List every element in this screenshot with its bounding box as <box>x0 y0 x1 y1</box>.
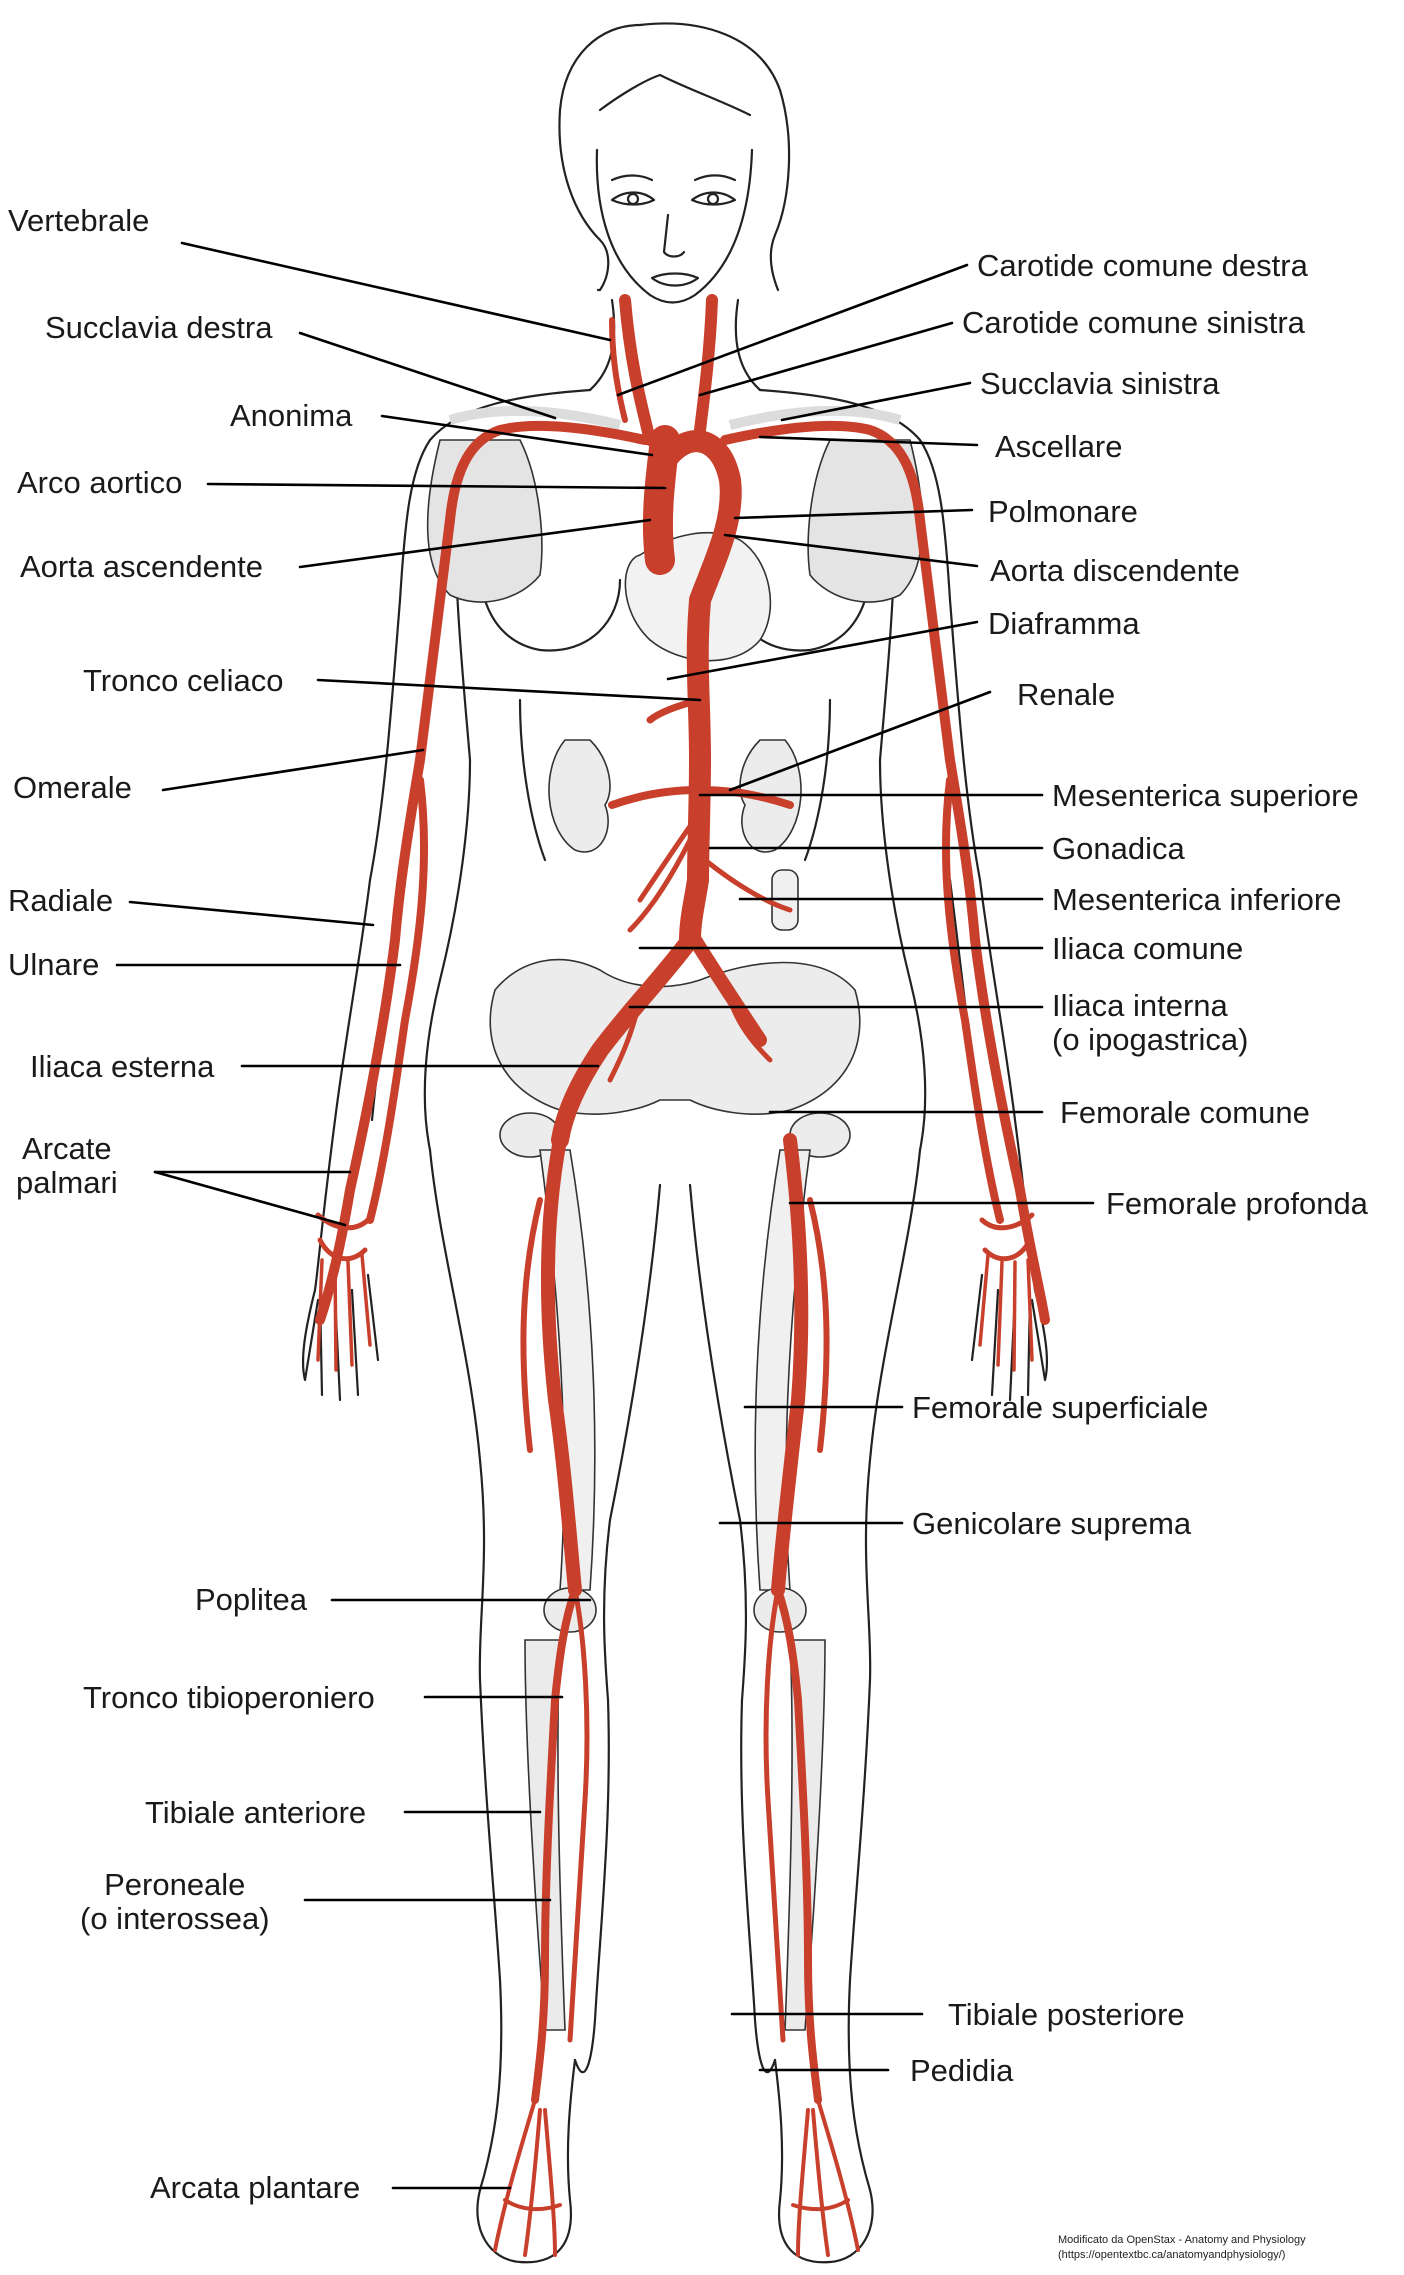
label-tibiale-posteriore: Tibiale posteriore <box>948 1997 1185 2032</box>
label-anonima: Anonima <box>230 398 353 433</box>
label-ascellare: Ascellare <box>995 429 1123 464</box>
label-pedidia: Pedidia <box>910 2053 1014 2088</box>
organs-and-bones <box>426 405 924 2031</box>
label-mesenterica-inferiore: Mesenterica inferiore <box>1052 882 1342 917</box>
label-diaframma: Diaframma <box>988 606 1140 641</box>
label-poplitea: Poplitea <box>195 1582 308 1617</box>
label-arco-aortico: Arco aortico <box>17 465 183 500</box>
label-ulnare: Ulnare <box>8 947 100 982</box>
arteries <box>315 294 1050 2257</box>
label-iliaca-esterna: Iliaca esterna <box>30 1049 215 1084</box>
label-renale: Renale <box>1017 677 1116 712</box>
label-tronco-tibioperoniero: Tronco tibioperoniero <box>83 1680 375 1715</box>
label-gonadica: Gonadica <box>1052 831 1185 866</box>
label-femorale-superficiale: Femorale superficiale <box>912 1390 1209 1425</box>
label-arcate-palmari: Arcate palmari <box>16 1131 118 1201</box>
body-outline <box>301 22 1049 2264</box>
label-mesenterica-superiore: Mesenterica superiore <box>1052 778 1359 813</box>
label-radiale: Radiale <box>8 883 114 918</box>
label-femorale-profonda: Femorale profonda <box>1106 1186 1368 1221</box>
label-polmonare: Polmonare <box>988 494 1138 529</box>
label-peroneale: Peroneale (o interossea) <box>80 1867 270 1937</box>
label-carotide-comune-sinistra: Carotide comune sinistra <box>962 305 1305 340</box>
label-aorta-discendente: Aorta discendente <box>990 553 1240 588</box>
label-femorale-comune: Femorale comune <box>1060 1095 1310 1130</box>
label-tibiale-anteriore: Tibiale anteriore <box>145 1795 367 1830</box>
label-omerale: Omerale <box>13 770 132 805</box>
label-tronco-celiaco: Tronco celiaco <box>83 663 284 698</box>
label-aorta-ascendente: Aorta ascendente <box>20 549 264 584</box>
source-credit: Modificato da OpenStax - Anatomy and Phy… <box>1058 2234 1306 2261</box>
label-arcata-plantare: Arcata plantare <box>150 2170 361 2205</box>
label-succlavia-sinistra: Succlavia sinistra <box>980 366 1220 401</box>
label-vertebrale: Vertebrale <box>8 203 150 238</box>
label-carotide-comune-destra: Carotide comune destra <box>977 248 1308 283</box>
label-iliaca-comune: Iliaca comune <box>1052 931 1244 966</box>
label-iliaca-interna: Iliaca interna (o ipogastrica) <box>1052 988 1249 1058</box>
leader-lines <box>115 241 1095 2190</box>
label-genicolare-suprema: Genicolare suprema <box>912 1506 1192 1541</box>
label-succlavia-destra: Succlavia destra <box>45 310 273 345</box>
